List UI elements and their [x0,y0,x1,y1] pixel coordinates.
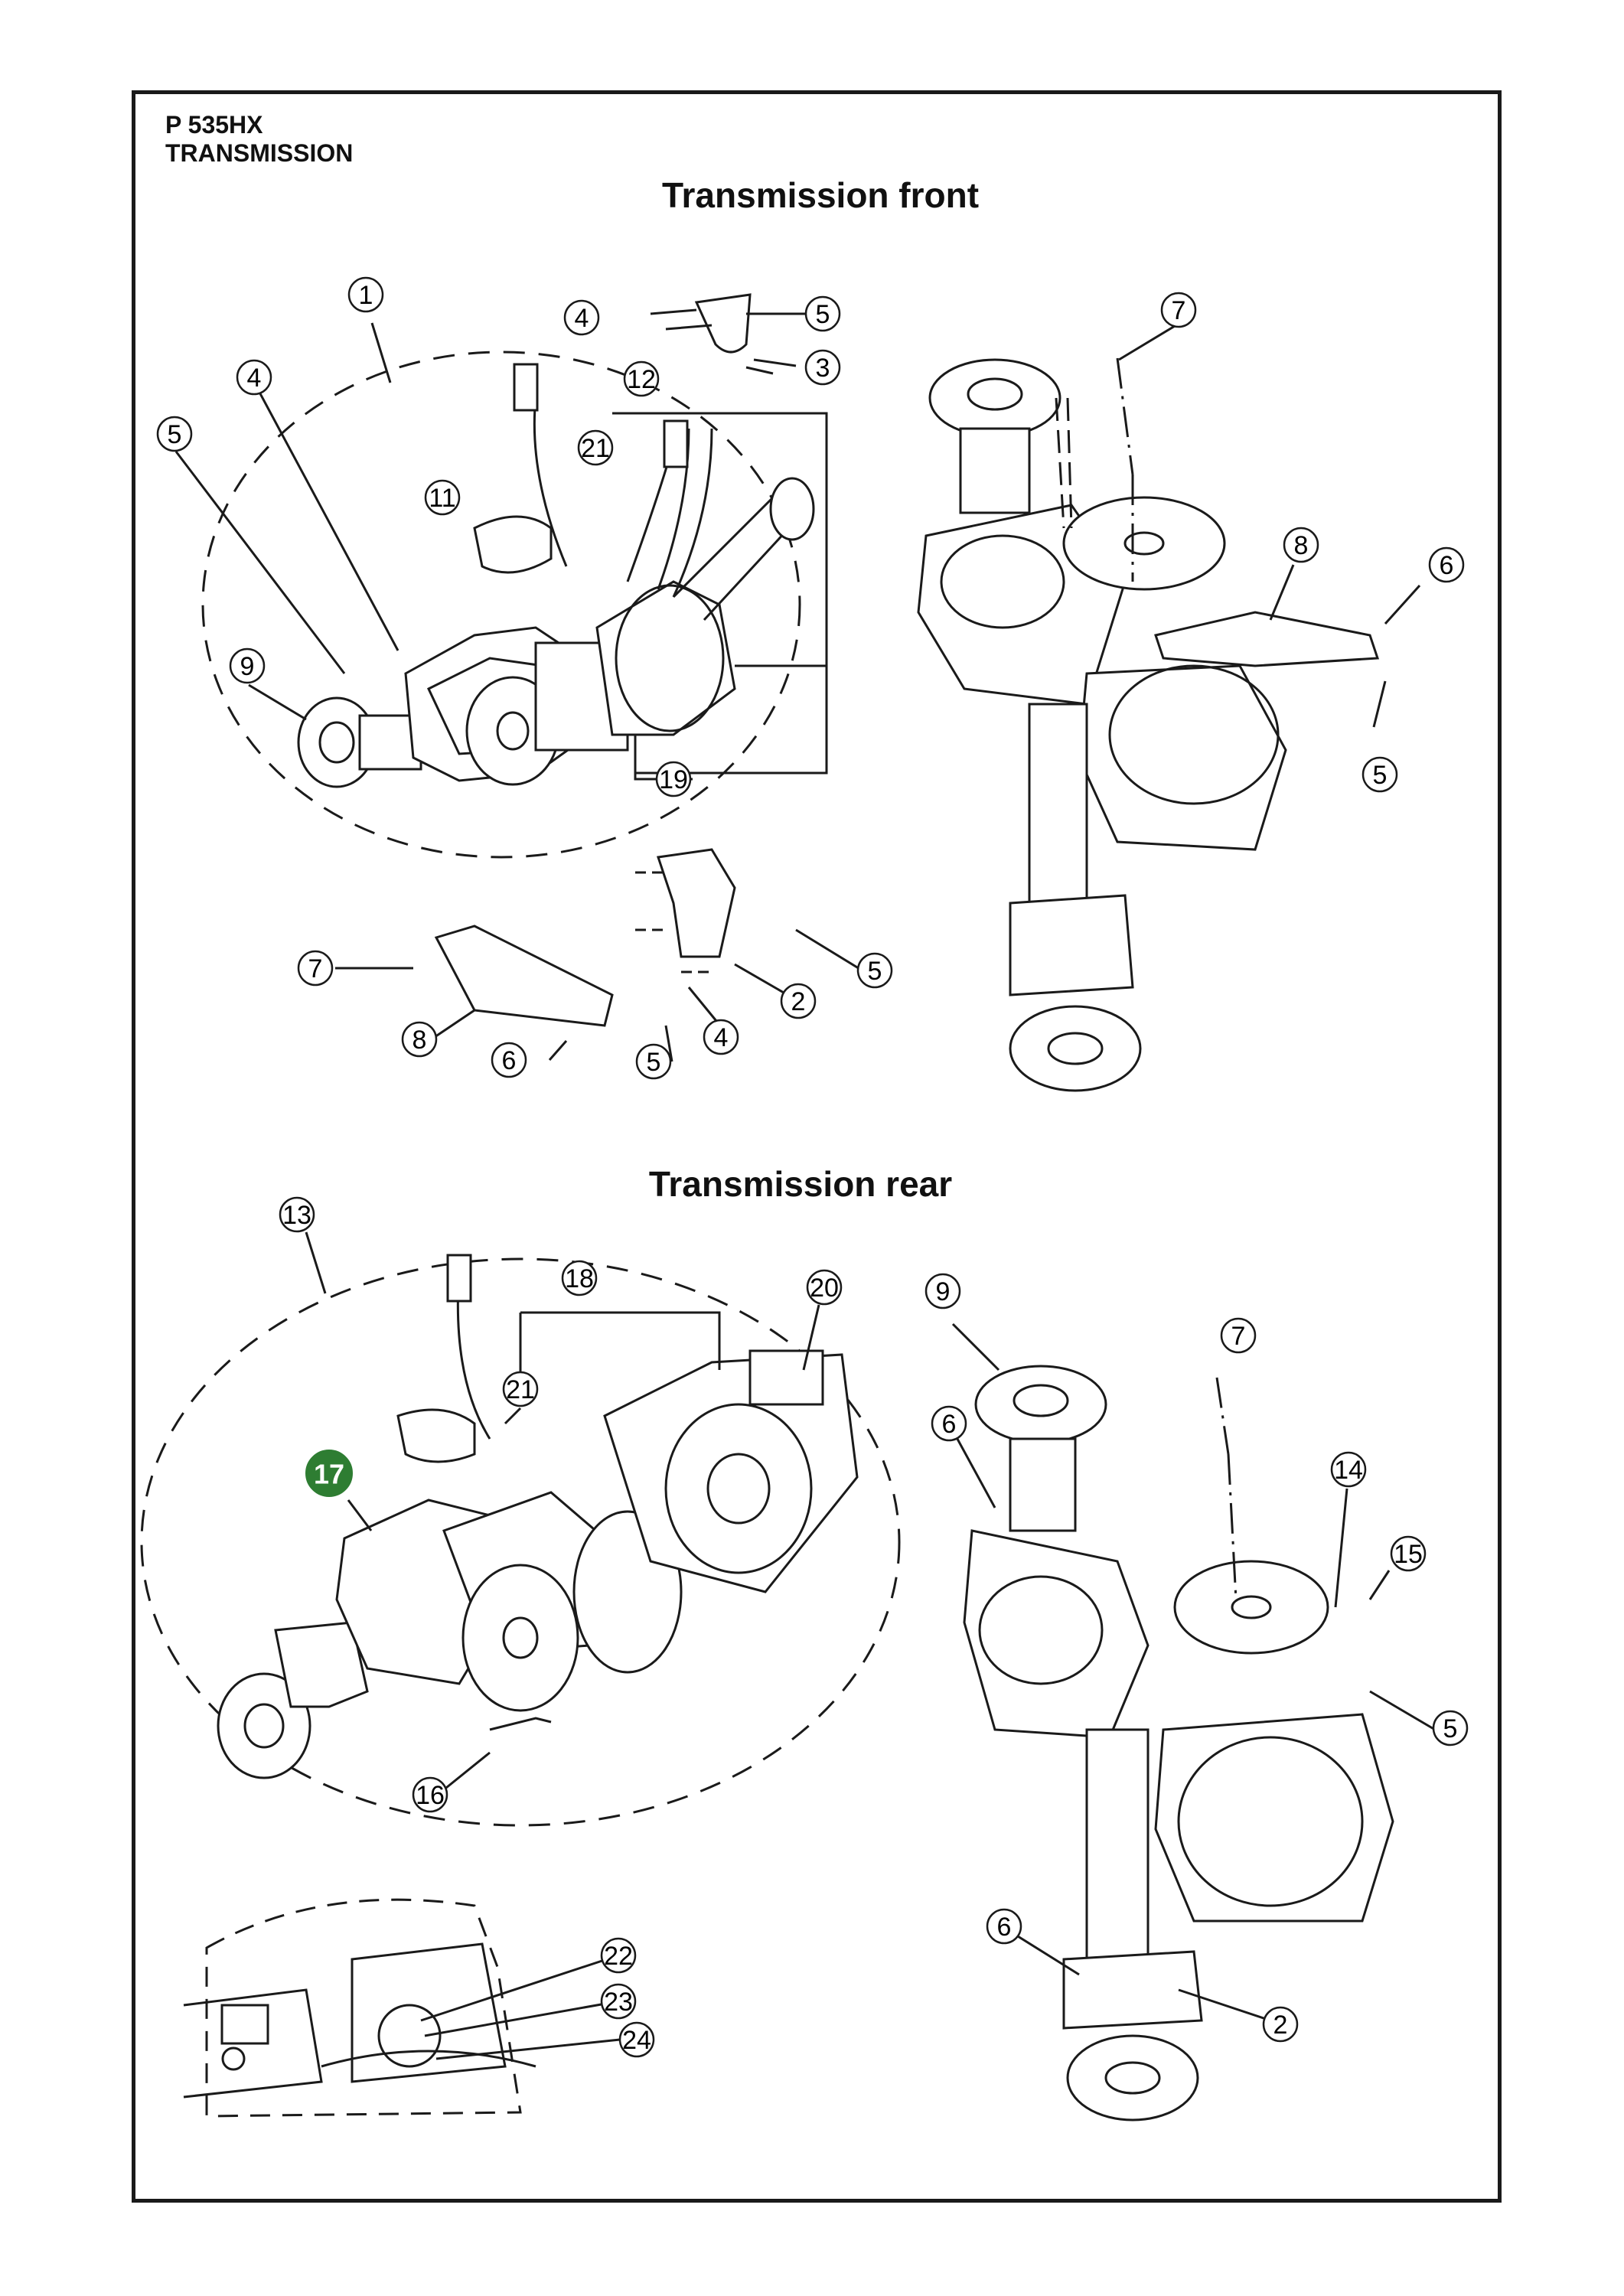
cable-connection-detail [183,1942,536,2099]
rear-transmission-assembled [963,1365,1394,2122]
callout-6: 6 [1428,546,1465,583]
model-label: P 535HX [165,111,263,139]
callout-13: 13 [279,1196,315,1233]
callout-21: 21 [577,429,614,466]
callout-number: 9 [936,1277,951,1306]
front-transmission-assembled [917,358,1380,1092]
callout-5: 5 [1361,756,1398,793]
callout-3: 3 [804,349,841,386]
callout-number: 4 [714,1023,729,1052]
callout-number: 5 [1443,1714,1458,1743]
callout-number: 7 [1231,1322,1246,1351]
callout-number: 23 [604,1988,633,2017]
callout-4: 4 [563,299,600,336]
callout-5: 5 [1432,1710,1469,1746]
callout-number: 13 [282,1201,311,1230]
callout-8: 8 [1283,527,1319,563]
callout-number: 15 [1394,1540,1423,1569]
callout-18: 18 [561,1260,598,1296]
section-title-rear: Transmission rear [648,1164,953,1204]
callout-number: 22 [604,1942,633,1971]
callout-9: 9 [229,647,266,684]
bracket-lower [657,848,736,958]
callout-number: 7 [308,954,323,983]
front-assembly-group-outline [201,351,801,859]
callout-number: 21 [506,1375,535,1404]
callout-number: 5 [168,420,182,449]
callout-4: 4 [236,359,272,396]
callout-14: 14 [1330,1451,1367,1488]
drawing-frame [132,90,1502,2203]
bracket-top [694,293,752,354]
callout-number: 20 [810,1274,839,1303]
callout-6: 6 [986,1908,1022,1945]
callout-6: 6 [491,1042,527,1078]
callout-number: 6 [997,1913,1012,1942]
callout-20: 20 [806,1269,843,1306]
callout-number: 4 [575,304,589,333]
group-label: TRANSMISSION [165,139,354,167]
callout-2: 2 [780,983,817,1019]
callout-number: 14 [1334,1456,1363,1485]
rear-assembly-group-outline [140,1257,901,1827]
callout-number: 18 [565,1264,594,1293]
callout-number: 5 [647,1048,661,1077]
callout-12: 12 [623,360,660,397]
callout-4: 4 [703,1019,739,1055]
callout-number: 5 [1373,761,1388,790]
callout-number: 2 [791,987,806,1016]
callout-number: 1 [359,281,373,310]
support-bracket [434,925,614,1027]
callout-number: 16 [416,1781,445,1810]
callout-number: 6 [1440,551,1454,580]
callout-5: 5 [804,295,841,332]
callout-number: 19 [659,765,688,794]
callout-15: 15 [1390,1535,1427,1572]
callout-number: 2 [1273,2011,1288,2040]
callout-9: 9 [925,1273,961,1309]
callout-7: 7 [1160,292,1197,328]
callout-number: 6 [942,1410,957,1439]
callout-7: 7 [297,950,334,987]
section-title-front: Transmission front [661,175,980,215]
callout-number: 6 [502,1046,517,1075]
callout-5: 5 [156,416,193,452]
callout-23: 23 [600,1983,637,2020]
rear-transmission-exploded [217,1254,859,1779]
callout-11: 11 [424,479,461,516]
callout-2: 2 [1262,2006,1299,2043]
callout-5: 5 [856,952,893,989]
callout-19: 19 [655,761,692,797]
callout-6: 6 [931,1405,967,1442]
callout-number: 5 [868,957,882,986]
callout-number: 21 [581,434,610,463]
callout-number: 17 [314,1459,344,1490]
callout-number: 11 [429,484,455,513]
callout-number: 24 [622,2026,651,2055]
callout-16: 16 [412,1776,448,1813]
callout-17-highlighted: 17 [305,1450,353,1497]
callout-24: 24 [618,2021,655,2058]
front-transmission-exploded [297,363,815,788]
callout-number: 9 [240,652,255,681]
callout-number: 4 [247,364,262,393]
callout-1: 1 [347,276,384,313]
callout-number: 3 [816,354,830,383]
callout-8: 8 [401,1021,438,1058]
callout-7: 7 [1220,1317,1257,1354]
callout-22: 22 [600,1937,637,1974]
callout-number: 8 [413,1026,427,1055]
callout-5: 5 [635,1043,672,1080]
callout-number: 12 [627,365,656,394]
callout-number: 8 [1294,531,1309,560]
callout-number: 7 [1172,296,1186,325]
callout-21: 21 [502,1371,539,1407]
callout-number: 5 [816,300,830,329]
